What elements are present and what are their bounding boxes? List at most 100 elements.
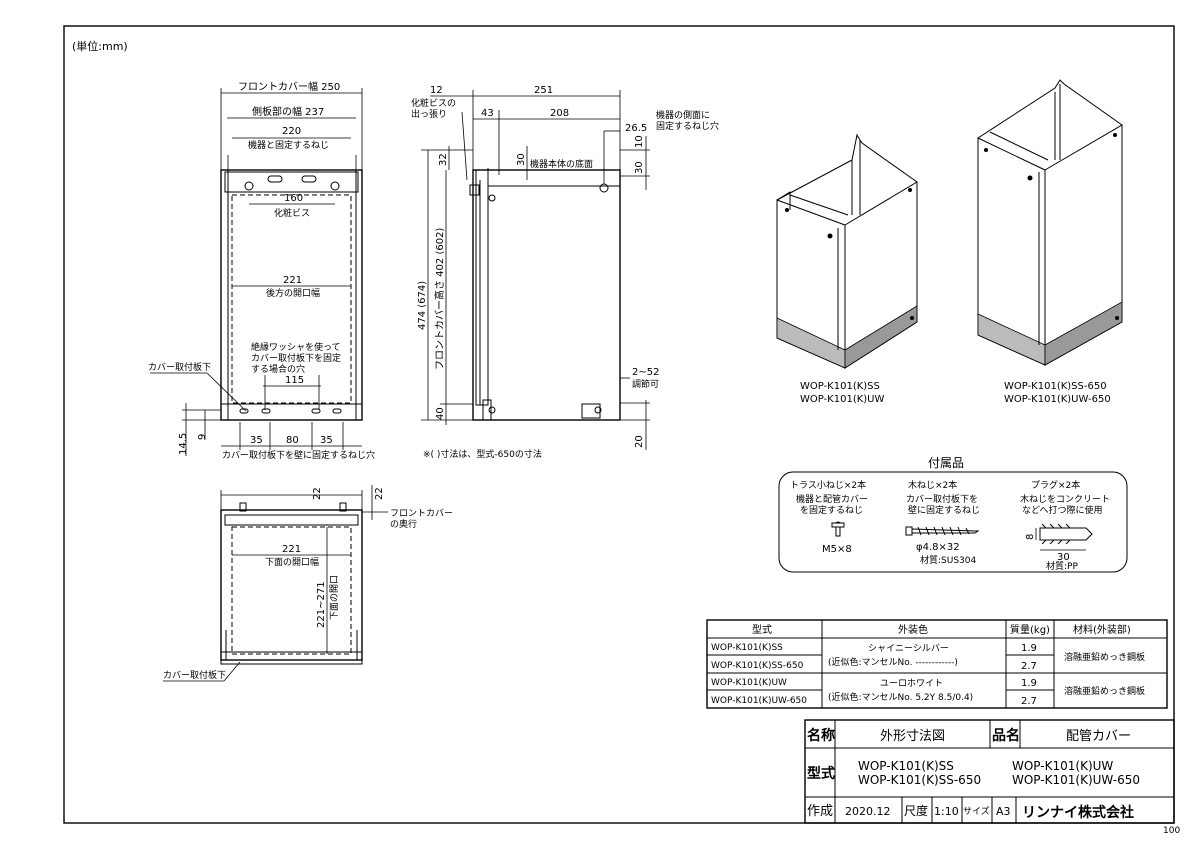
washer-note-3: する場合の穴	[251, 363, 305, 375]
acc-item-3-size2: 8	[1025, 534, 1036, 540]
table-header-material: 材料(外装部)	[1073, 623, 1131, 636]
dim-221: 221	[283, 275, 302, 286]
dim-20: 20	[634, 435, 645, 448]
table-row-2-model: WOP-K101(K)SS-650	[711, 661, 804, 671]
cosmetic-protrusion-1: 化粧ビスの	[411, 97, 456, 109]
tb-scale-label: 尺度	[904, 803, 928, 818]
dim-220: 220	[282, 126, 301, 137]
perspective-small	[776, 133, 918, 369]
bottom-cover-plate-label: カバー取付板下	[163, 669, 226, 681]
tb-size: A3	[996, 805, 1011, 818]
tb-model-3: WOP-K101(K)SS-650	[858, 773, 981, 787]
dim-30b: 30	[634, 161, 645, 174]
perspective-right-label-2: WOP-K101(K)UW-650	[1004, 394, 1111, 405]
dim-115: 115	[285, 375, 304, 386]
tb-product-value: 配管カバー	[1066, 729, 1131, 744]
dim-160: 160	[284, 193, 303, 204]
washer-note-1: 絶縁ワッシャを使って	[251, 341, 341, 353]
table-color-ss-1: シャイニーシルバー	[868, 643, 949, 654]
acc-item-3-desc-1: 木ねじをコンクリート	[1020, 493, 1110, 505]
dim-26-5: 26.5	[625, 123, 647, 134]
side-width: 側板部の幅 237	[252, 105, 324, 118]
dim-2-52: 2~52	[632, 367, 659, 378]
acc-item-2-material: 材質:SUS304	[920, 554, 976, 566]
table-row-1-model: WOP-K101(K)SS	[711, 643, 783, 653]
table-row-1-mass: 1.9	[1021, 643, 1037, 654]
side-screw-hole-2: 固定するねじ穴	[656, 120, 719, 132]
table-material-uw: 溶融亜鉛めっき鋼板	[1064, 685, 1145, 697]
front-cover-width: フロントカバー幅 250	[238, 80, 340, 93]
dim-9: 9	[197, 434, 208, 440]
table-color-uw-1: ユーロホワイト	[880, 678, 943, 689]
acc-item-2-desc-1: カバー取付板下を	[906, 493, 978, 505]
tb-name-value: 外形寸法図	[880, 729, 945, 744]
perspective-large	[977, 79, 1123, 366]
table-row-3-mass: 1.9	[1021, 678, 1037, 689]
drawing-border	[63, 25, 1175, 824]
acc-item-1-desc-1: 機器と配管カバー	[796, 493, 868, 505]
accessories-title: 付属品	[928, 456, 964, 470]
dim-14-5: 14.5	[178, 433, 189, 455]
table-row-3-model: WOP-K101(K)UW	[711, 678, 787, 688]
bottom-opening-depth: 下面の開口	[329, 575, 340, 620]
tb-product-label: 品名	[992, 727, 1020, 744]
tb-scale: 1:10	[934, 805, 959, 818]
tb-model-1: WOP-K101(K)SS	[858, 759, 954, 773]
dim-402: フロントカバー高さ 402 (602)	[433, 228, 446, 370]
acc-item-2-desc-2: 壁に固定するねじ	[908, 504, 980, 516]
acc-item-3-name: プラグ×2本	[1031, 479, 1080, 491]
tb-model-4: WOP-K101(K)UW-650	[1012, 773, 1140, 787]
tb-date: 2020.12	[845, 805, 891, 818]
washer-note-2: カバー取付板下を固定	[251, 352, 341, 364]
bottom-dim-221-271: 221~271	[316, 581, 327, 628]
front-view: フロントカバー幅 250 側板部の幅 237 220 機器と固定するねじ 160…	[148, 80, 375, 461]
side-note: ※( )寸法は、型式-650の寸法	[423, 448, 542, 460]
acc-item-3-size: 30	[1057, 552, 1070, 563]
wood-screw-icon	[905, 526, 980, 536]
table-header-color: 外装色	[898, 623, 928, 636]
tb-model-label: 型式	[807, 765, 835, 782]
title-block: 名称 外形寸法図 品名 配管カバー 型式 WOP-K101(K)SS WOP-K…	[804, 719, 1175, 824]
dim-80: 80	[286, 435, 299, 446]
bottom-view: 22 22 フロントカバー の奥行 221 下面の開口幅 221~271 下面の…	[163, 485, 453, 682]
bottom-dim-22b: 22	[374, 487, 385, 500]
wall-screw-hole: カバー取付板下を壁に固定するねじ穴	[222, 449, 375, 461]
fix-screw-label: 機器と固定するねじ	[248, 139, 329, 151]
spec-table: 型式 外装色 質量(kg) 材料(外装部) WOP-K101(K)SS WOP-…	[706, 619, 1168, 709]
table-header-mass: 質量(kg)	[1010, 623, 1050, 636]
bottom-opening-width: 下面の開口幅	[265, 556, 319, 568]
table-row-4-model: WOP-K101(K)UW-650	[711, 696, 807, 706]
side-view: 12 251 化粧ビスの 出っ張り 43 208 26.5 機器の側面に 固定す…	[411, 85, 719, 460]
tb-made-label: 作成	[807, 804, 833, 819]
dim-474: 474 (674)	[417, 281, 428, 330]
dim-30a: 30	[516, 153, 527, 166]
tb-company: リンナイ株式会社	[1022, 804, 1134, 821]
acc-item-2-size: φ4.8×32	[916, 542, 960, 553]
side-screw-hole-1: 機器の側面に	[656, 109, 710, 121]
front-cover-plate-label: カバー取付板下	[148, 361, 211, 373]
acc-item-3-material: 材質:PP	[1046, 560, 1078, 572]
unit-bottom: 機器本体の底面	[530, 158, 593, 170]
table-header-model: 型式	[752, 623, 772, 636]
dim-35a: 35	[250, 435, 263, 446]
table-row-4-mass: 2.7	[1021, 696, 1037, 707]
acc-item-2-name: 木ねじ×2本	[908, 479, 957, 491]
dim-10: 10	[634, 135, 645, 148]
accessories-box: 付属品 トラス小ねじ×2本 機器と配管カバー を固定するねじ M5×8 木ねじ×…	[778, 456, 1128, 573]
perspective-left-label-1: WOP-K101(K)SS	[800, 381, 880, 392]
unit-note: (単位:mm)	[72, 39, 128, 53]
rear-opening: 後方の開口幅	[266, 287, 320, 299]
acc-item-1-desc-2: を固定するねじ	[800, 504, 863, 516]
table-row-2-mass: 2.7	[1021, 661, 1037, 672]
cosmetic-screw: 化粧ビス	[274, 207, 310, 219]
adjustable: 調節可	[632, 378, 659, 390]
plug-icon	[1035, 523, 1093, 551]
front-cover-depth-2: の奥行	[390, 518, 417, 530]
acc-item-1-size: M5×8	[822, 544, 852, 555]
perspective-right-label-1: WOP-K101(K)SS-650	[1004, 381, 1107, 392]
table-color-uw-2: (近似色:マンセルNo. 5.2Y 8.5/0.4)	[828, 691, 973, 703]
bottom-dim-221: 221	[282, 544, 301, 555]
dim-35b: 35	[320, 435, 333, 446]
acc-item-1-name: トラス小ねじ×2本	[790, 479, 866, 491]
bottom-dim-22a: 22	[312, 487, 323, 500]
